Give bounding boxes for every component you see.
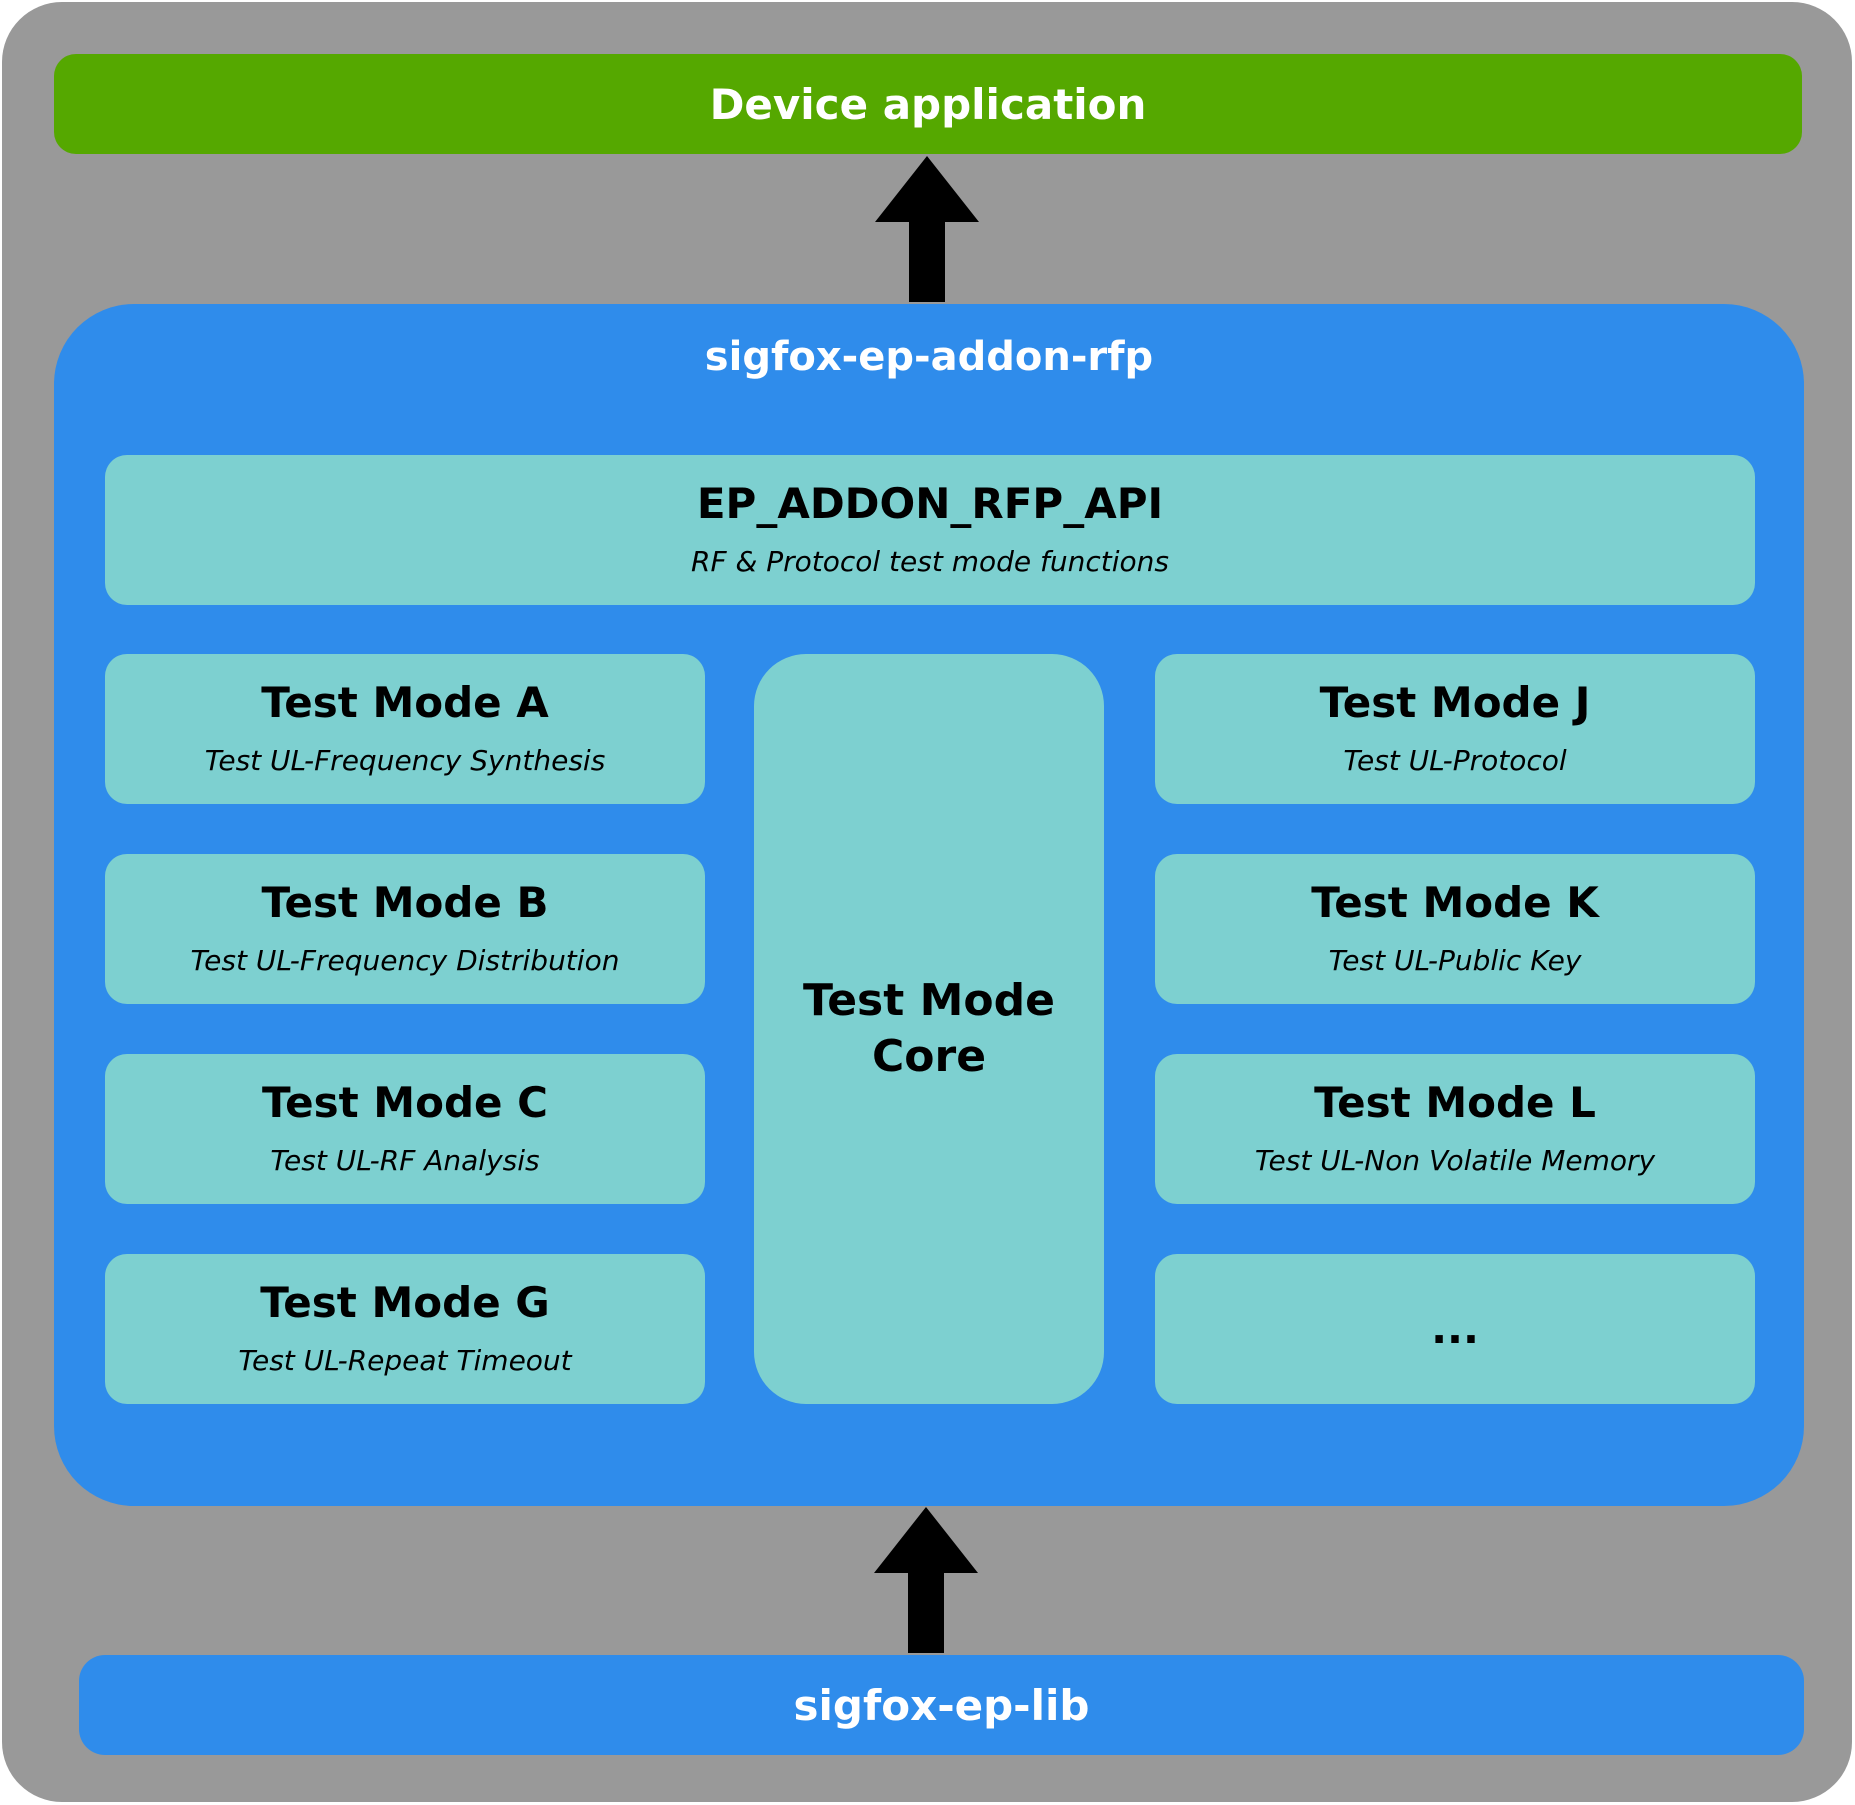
test-mode-c-box: Test Mode C Test UL-RF Analysis: [105, 1054, 705, 1204]
sigfox-ep-lib-label: sigfox-ep-lib: [793, 1680, 1090, 1730]
test-mode-subtitle: Test UL-Non Volatile Memory: [1254, 1144, 1656, 1177]
test-mode-a-box: Test Mode A Test UL-Frequency Synthesis: [105, 654, 705, 804]
test-mode-title: Test Mode B: [261, 878, 549, 927]
test-mode-subtitle: Test UL-Repeat Timeout: [238, 1344, 572, 1377]
test-mode-b-box: Test Mode B Test UL-Frequency Distributi…: [105, 854, 705, 1004]
test-mode-subtitle: Test UL-Protocol: [1343, 744, 1567, 777]
core-title-line2: Core: [871, 1031, 987, 1082]
test-mode-core-box: Test Mode Core: [754, 654, 1104, 1404]
test-mode-g-box: Test Mode G Test UL-Repeat Timeout: [105, 1254, 705, 1404]
device-application-block: Device application: [54, 54, 1802, 154]
ep-addon-rfp-api-box: EP_ADDON_RFP_API RF & Protocol test mode…: [105, 455, 1755, 605]
test-mode-subtitle: Test UL-Frequency Distribution: [190, 944, 620, 977]
test-mode-title: Test Mode J: [1319, 678, 1591, 727]
test-mode-title: Test Mode C: [262, 1078, 548, 1127]
test-mode-subtitle: Test UL-Frequency Synthesis: [204, 744, 606, 777]
test-mode-title: Test Mode A: [261, 678, 549, 727]
sigfox-ep-addon-rfp-title: sigfox-ep-addon-rfp: [704, 334, 1154, 380]
arrow-up-top-icon: [875, 156, 979, 302]
sigfox-ep-addon-rfp-block: sigfox-ep-addon-rfp EP_ADDON_RFP_API RF …: [54, 304, 1804, 1506]
test-mode-l-box: Test Mode L Test UL-Non Volatile Memory: [1155, 1054, 1755, 1204]
more-test-modes-box: ...: [1155, 1254, 1755, 1404]
test-mode-j-box: Test Mode J Test UL-Protocol: [1155, 654, 1755, 804]
test-mode-title: Test Mode K: [1311, 878, 1599, 927]
arrow-up-bottom-icon: [874, 1507, 978, 1653]
device-application-label: Device application: [709, 79, 1147, 129]
test-mode-k-box: Test Mode K Test UL-Public Key: [1155, 854, 1755, 1004]
test-mode-title: Test Mode G: [260, 1278, 550, 1327]
core-title-line1: Test Mode: [803, 975, 1055, 1026]
api-subtitle: RF & Protocol test mode functions: [691, 545, 1169, 578]
test-mode-subtitle: Test UL-RF Analysis: [270, 1144, 540, 1177]
test-mode-title: Test Mode L: [1314, 1078, 1596, 1127]
ellipsis-label: ...: [1431, 1304, 1479, 1353]
sigfox-ep-lib-block: sigfox-ep-lib: [79, 1655, 1804, 1755]
api-title: EP_ADDON_RFP_API: [696, 479, 1164, 528]
test-mode-subtitle: Test UL-Public Key: [1328, 944, 1582, 977]
